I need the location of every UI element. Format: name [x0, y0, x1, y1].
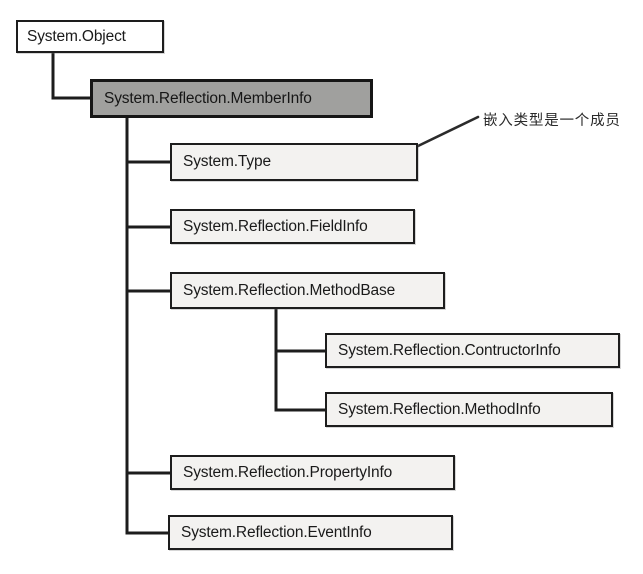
edge-object-to-memberinfo — [51, 51, 92, 100]
class-node-methodinfo[interactable]: System.Reflection.MethodInfo — [325, 392, 613, 427]
class-node-label: System.Reflection.ContructorInfo — [338, 341, 561, 359]
annotation-nested-type-is-member: 嵌入类型是一个成员 — [483, 113, 621, 129]
class-node-propertyinfo[interactable]: System.Reflection.PropertyInfo — [170, 455, 455, 490]
annotation-leader-line — [416, 115, 480, 148]
class-node-eventinfo[interactable]: System.Reflection.EventInfo — [168, 515, 453, 550]
class-node-label: System.Reflection.MemberInfo — [104, 89, 312, 107]
class-node-methodbase[interactable]: System.Reflection.MethodBase — [170, 272, 445, 309]
class-node-memberinfo[interactable]: System.Reflection.MemberInfo — [90, 79, 373, 118]
class-node-label: System.Object — [27, 27, 126, 45]
class-node-label: System.Reflection.MethodInfo — [338, 400, 541, 418]
class-node-label: System.Reflection.EventInfo — [181, 523, 372, 541]
class-node-fieldinfo[interactable]: System.Reflection.FieldInfo — [170, 209, 415, 244]
class-node-object[interactable]: System.Object — [16, 20, 164, 53]
class-node-label: System.Reflection.MethodBase — [183, 281, 396, 299]
class-node-label: System.Reflection.FieldInfo — [183, 217, 368, 235]
class-node-label: System.Reflection.PropertyInfo — [183, 463, 393, 481]
class-node-constructor[interactable]: System.Reflection.ContructorInfo — [325, 333, 620, 368]
class-node-type[interactable]: System.Type — [170, 143, 418, 181]
class-node-label: System.Type — [183, 153, 271, 170]
